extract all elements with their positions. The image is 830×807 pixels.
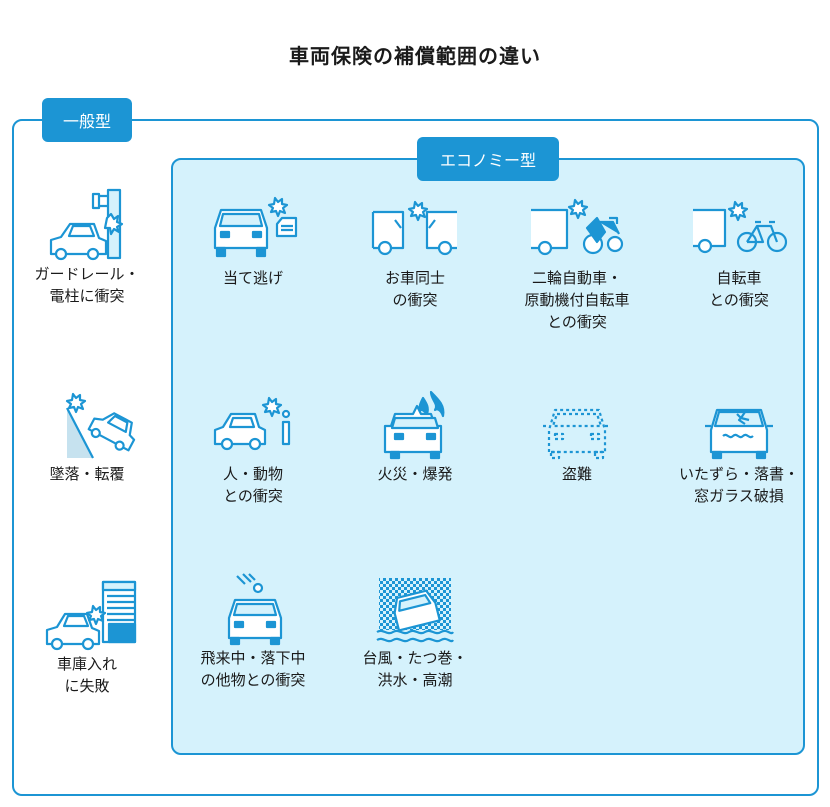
car-garage-icon [45, 580, 137, 651]
car-fire-icon [383, 390, 445, 460]
economy-coverage-box [171, 158, 805, 755]
economy-item-hit-and-run: 当て逃げ [178, 192, 328, 289]
economy-item-fire: 火災・爆発 [340, 388, 490, 485]
economy-item-label: 飛来中・落下中 の他物との衝突 [200, 649, 306, 689]
economy-item-motorbike: 二輪自動車・ 原動機付自転車 との衝突 [502, 192, 652, 333]
economy-item-flood: 台風・たつ巻・ 洪水・高潮 [340, 572, 490, 691]
economy-item-label: 台風・たつ巻・ 洪水・高潮 [362, 649, 468, 689]
motorbike-collision-icon [531, 198, 624, 256]
flood-icon [376, 578, 454, 643]
economy-item-vandalism: いたずら・落書・ 窓ガラス破損 [664, 388, 814, 507]
car-hits-pole-icon [49, 188, 124, 261]
economy-item-falling-object: 飛来中・落下中 の他物との衝突 [178, 572, 328, 691]
economy-item-label: 当て逃げ [222, 269, 283, 287]
vandalism-icon [705, 408, 773, 460]
economy-item-label: お車同士 の衝突 [384, 269, 445, 309]
bicycle-collision-icon [693, 200, 788, 254]
car-falling-icon [65, 392, 136, 459]
economy-item-label: 盗難 [561, 465, 592, 483]
general-item-label: ガードレール・ 電柱に衝突 [34, 265, 140, 305]
falling-object-icon [227, 573, 283, 646]
general-item-pole: ガードレール・ 電柱に衝突 [12, 188, 162, 307]
economy-item-car-collision: お車同士 の衝突 [340, 192, 490, 311]
economy-item-bicycle: 自転車 との衝突 [664, 192, 814, 311]
economy-item-label: 二輪自動車・ 原動機付自転車 との衝突 [524, 269, 630, 331]
economy-item-label: 人・動物 との衝突 [222, 465, 283, 505]
economy-item-label: いたずら・落書・ 窓ガラス破損 [678, 465, 799, 505]
person-animal-collision-icon [213, 396, 291, 451]
general-type-label: 一般型 [42, 98, 132, 142]
hit-and-run-icon [213, 196, 298, 258]
economy-item-person-animal: 人・動物 との衝突 [178, 388, 328, 507]
economy-item-theft: 盗難 [502, 388, 652, 485]
general-item-falling: 墜落・転覆 [12, 388, 162, 485]
economy-item-label: 自転車 との衝突 [709, 269, 769, 309]
economy-type-label: エコノミー型 [417, 137, 559, 181]
general-item-label: 車庫入れ に失敗 [56, 655, 117, 695]
economy-item-label: 火災・爆発 [377, 465, 453, 483]
general-item-garage: 車庫入れ に失敗 [12, 578, 162, 697]
car-collision-icon [371, 200, 457, 256]
general-item-label: 墜落・転覆 [49, 465, 125, 483]
page-title: 車両保険の補償範囲の違い [289, 44, 541, 68]
car-stolen-icon [543, 408, 611, 460]
